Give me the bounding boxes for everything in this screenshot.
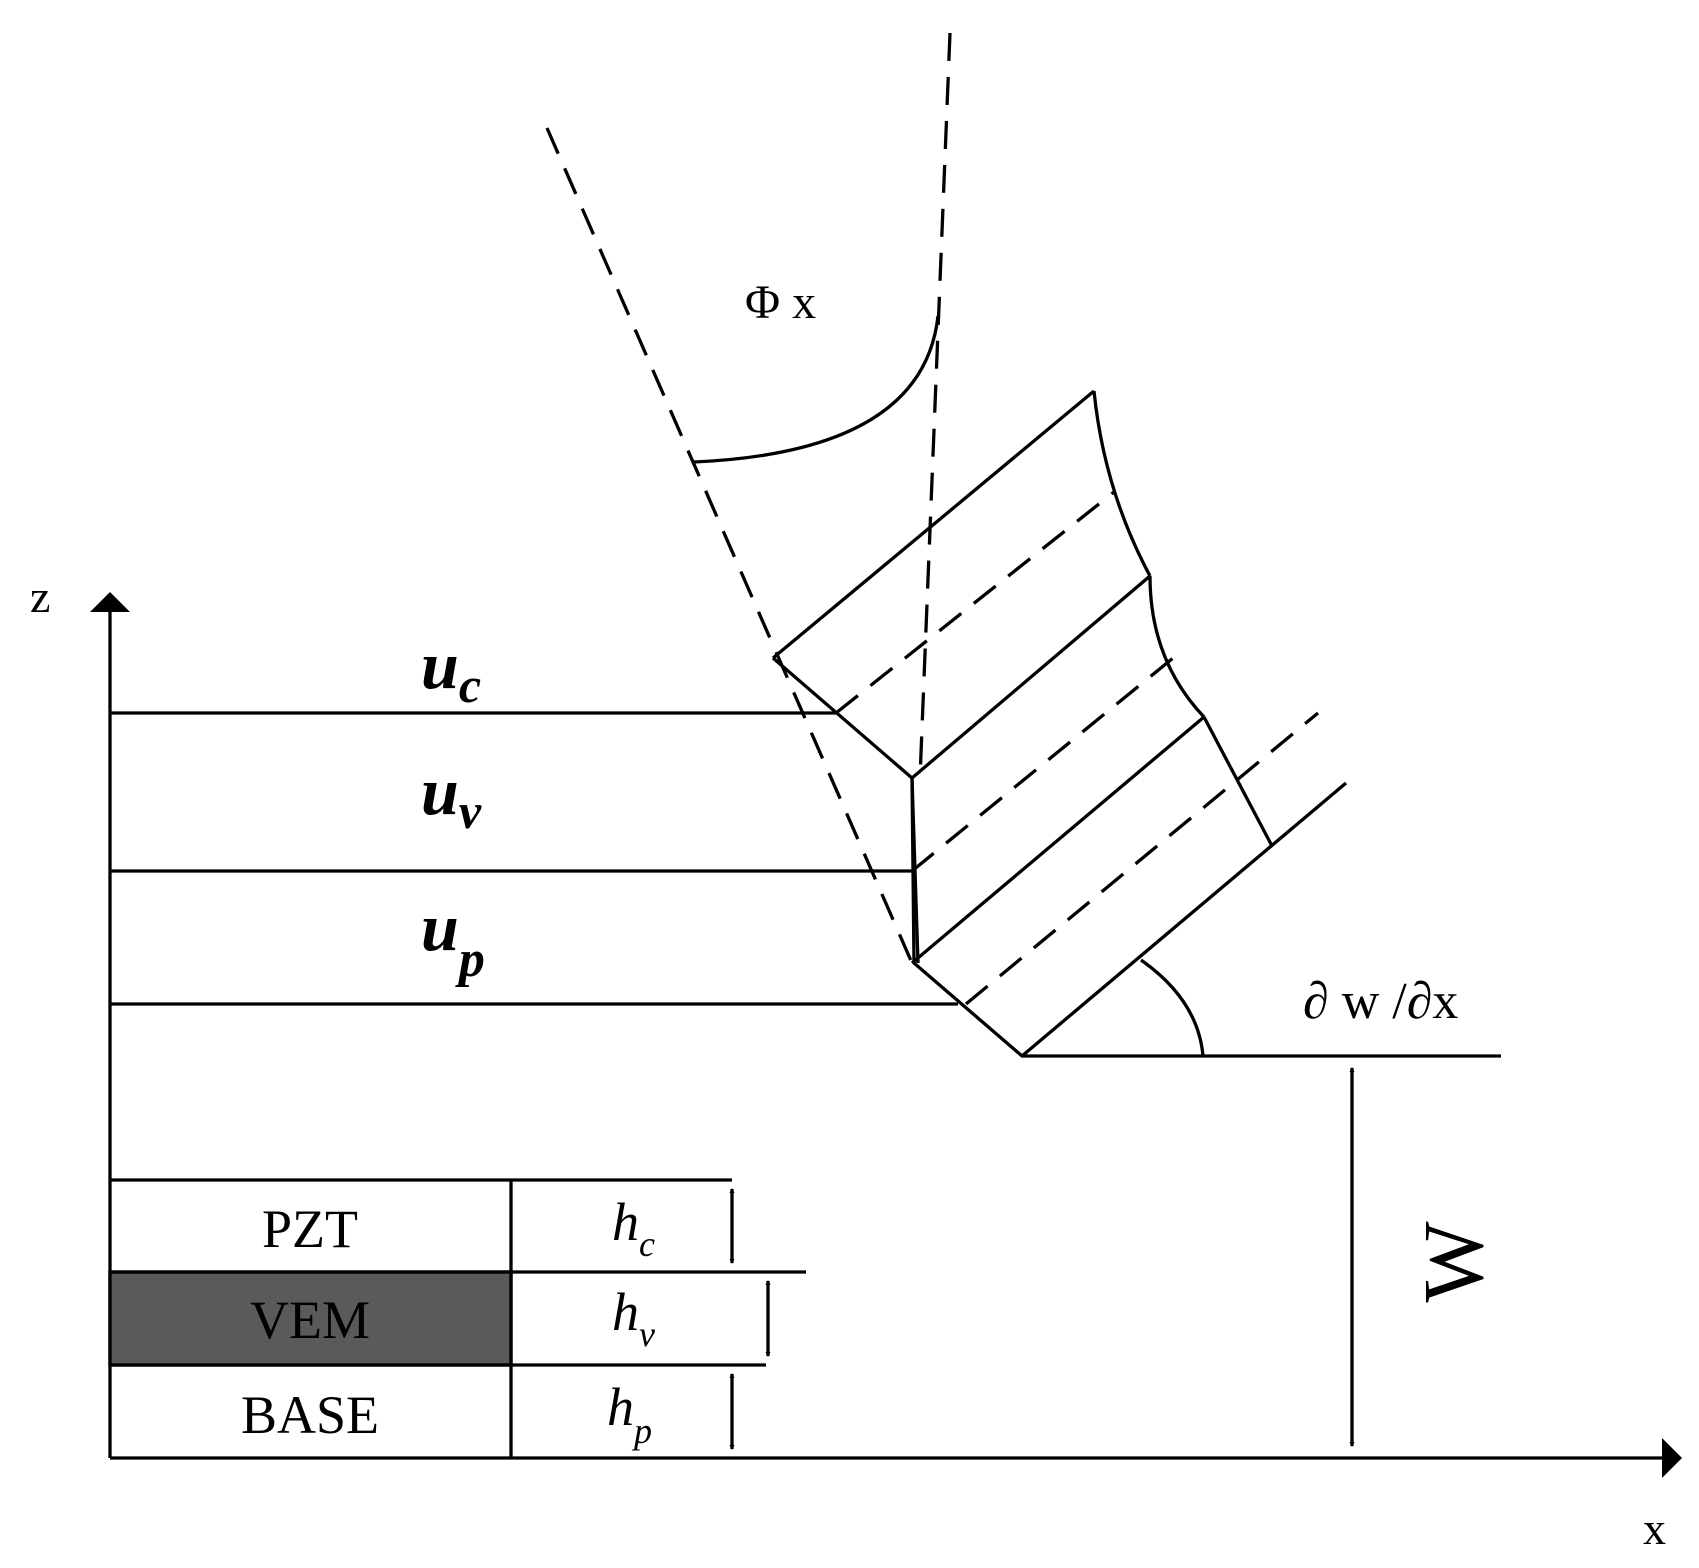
- normal-dashed-line: [545, 127, 914, 964]
- vem-layer-label: VEM: [250, 1290, 370, 1350]
- hp-label: hp: [607, 1377, 652, 1451]
- phi-angle-arc: [693, 315, 940, 464]
- base-bottom-rotated-line: [1020, 781, 1348, 1058]
- interface-lines: [110, 711, 958, 1006]
- rotated-dashed-line-2: [910, 652, 1180, 873]
- slope-angle-label: ∂ w /∂x: [1303, 973, 1458, 1030]
- pzt-layer-top-line: [771, 389, 1096, 660]
- vem-layer-outline: [108, 1270, 513, 1367]
- reference-lines: [545, 32, 952, 964]
- vem-layer-fill: [110, 1272, 511, 1365]
- x-axis-arrowhead: [1662, 1438, 1682, 1478]
- curved-edge-middle: [1148, 575, 1206, 719]
- hv-label: hv: [612, 1282, 655, 1354]
- phi-angle-label: Φ x: [745, 276, 816, 329]
- pzt-layer-label: PZT: [262, 1199, 358, 1259]
- uc-label: uc: [421, 627, 481, 713]
- up-label: up: [421, 889, 485, 988]
- hc-label: hc: [612, 1192, 655, 1264]
- slope-angle-arc: [1140, 958, 1205, 1057]
- x-axis-label: x: [1643, 1503, 1666, 1554]
- z-axis-label: z: [30, 571, 50, 622]
- base-edge-line: [1202, 716, 1274, 847]
- vertical-dashed-line: [918, 32, 952, 779]
- layer-stack: PZT VEM BASE hc hv hp: [108, 1178, 806, 1458]
- uv-label: uv: [421, 753, 482, 839]
- pzt-vem-rotated-line: [910, 574, 1152, 780]
- w-deflection-label: W: [1405, 1221, 1501, 1302]
- curved-edge-top: [1092, 390, 1152, 577]
- deformed-section: [771, 389, 1501, 1058]
- z-axis-arrowhead: [90, 592, 130, 612]
- vem-base-rotated-line: [910, 715, 1206, 965]
- base-layer-label: BASE: [241, 1385, 379, 1445]
- rotated-dashed-line-3: [964, 711, 1320, 1006]
- rotated-dashed-line-1: [834, 490, 1116, 715]
